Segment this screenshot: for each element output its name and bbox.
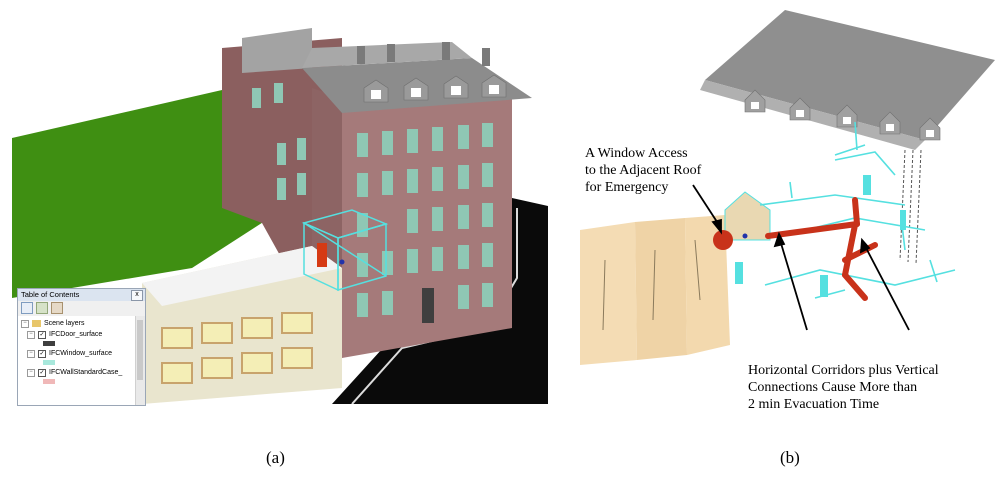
toc-title: Table of Contents — [21, 290, 80, 299]
layer-visibility-checkbox[interactable]: ✓ — [38, 368, 46, 377]
road — [332, 198, 548, 404]
evacuation-diagram-b — [575, 0, 995, 420]
layer-symbol-swatch — [43, 360, 55, 365]
highlight-box — [301, 209, 389, 292]
emergency-window-marker — [713, 230, 733, 250]
layer-name: IFCWindow_surface — [49, 350, 113, 357]
emergency-window — [317, 243, 327, 267]
folder-icon — [32, 320, 41, 327]
facade-windows — [252, 83, 493, 317]
scene-layers-label: Scene layers — [44, 320, 85, 327]
collapse-icon[interactable]: − — [21, 319, 29, 328]
list-by-drawing-order-icon[interactable] — [21, 302, 33, 314]
toc-toolbar — [18, 301, 145, 317]
toc-layer-list: − Scene layers − ✓ IFCDoor_surface − ✓ I… — [18, 316, 136, 405]
scene-layers-group[interactable]: − Scene layers — [21, 318, 133, 329]
window-access-annotation: A Window Access to the Adjacent Roof for… — [585, 146, 702, 195]
building-3d-scene — [12, 28, 548, 404]
layer-visibility-checkbox[interactable]: ✓ — [38, 349, 46, 358]
entrance-door — [422, 288, 434, 323]
toc-scrollbar[interactable] — [135, 316, 145, 405]
corridors-annotation: Horizontal Corridors plus Vertical Conne… — [748, 363, 939, 412]
layer-item[interactable]: − ✓ IFCDoor_surface — [21, 329, 133, 340]
adjacent-roof — [580, 222, 637, 365]
layer-symbol-swatch — [43, 341, 55, 346]
layer-name: IFCDoor_surface — [49, 331, 103, 338]
toc-title-bar[interactable]: Table of Contents x — [18, 289, 145, 301]
grass-ground — [12, 90, 282, 298]
layer-symbol-swatch — [43, 379, 55, 384]
layer-item[interactable]: − ✓ IFCWallStandardCase_ — [21, 367, 133, 378]
expand-icon[interactable]: − — [27, 349, 35, 358]
scrollbar-thumb[interactable] — [137, 320, 143, 380]
layer-visibility-checkbox[interactable]: ✓ — [38, 330, 46, 339]
table-of-contents-panel[interactable]: Table of Contents x − Scene layers − ✓ I… — [17, 288, 146, 406]
expand-icon[interactable]: − — [27, 368, 35, 377]
caption-a: (a) — [266, 448, 285, 467]
list-by-source-icon[interactable] — [36, 302, 48, 314]
annotation-arrows — [692, 184, 910, 331]
close-icon[interactable]: x — [131, 290, 143, 301]
route-3d-scene — [580, 10, 995, 365]
list-by-visibility-icon[interactable] — [51, 302, 63, 314]
evacuation-route — [765, 197, 878, 301]
layer-item[interactable]: − ✓ IFCWindow_surface — [21, 348, 133, 359]
expand-icon[interactable]: − — [27, 330, 35, 339]
layer-name: IFCWallStandardCase_ — [49, 369, 123, 376]
scene-viewport-a[interactable] — [12, 28, 548, 404]
roof-model — [705, 10, 995, 140]
caption-b: (b) — [780, 448, 800, 467]
